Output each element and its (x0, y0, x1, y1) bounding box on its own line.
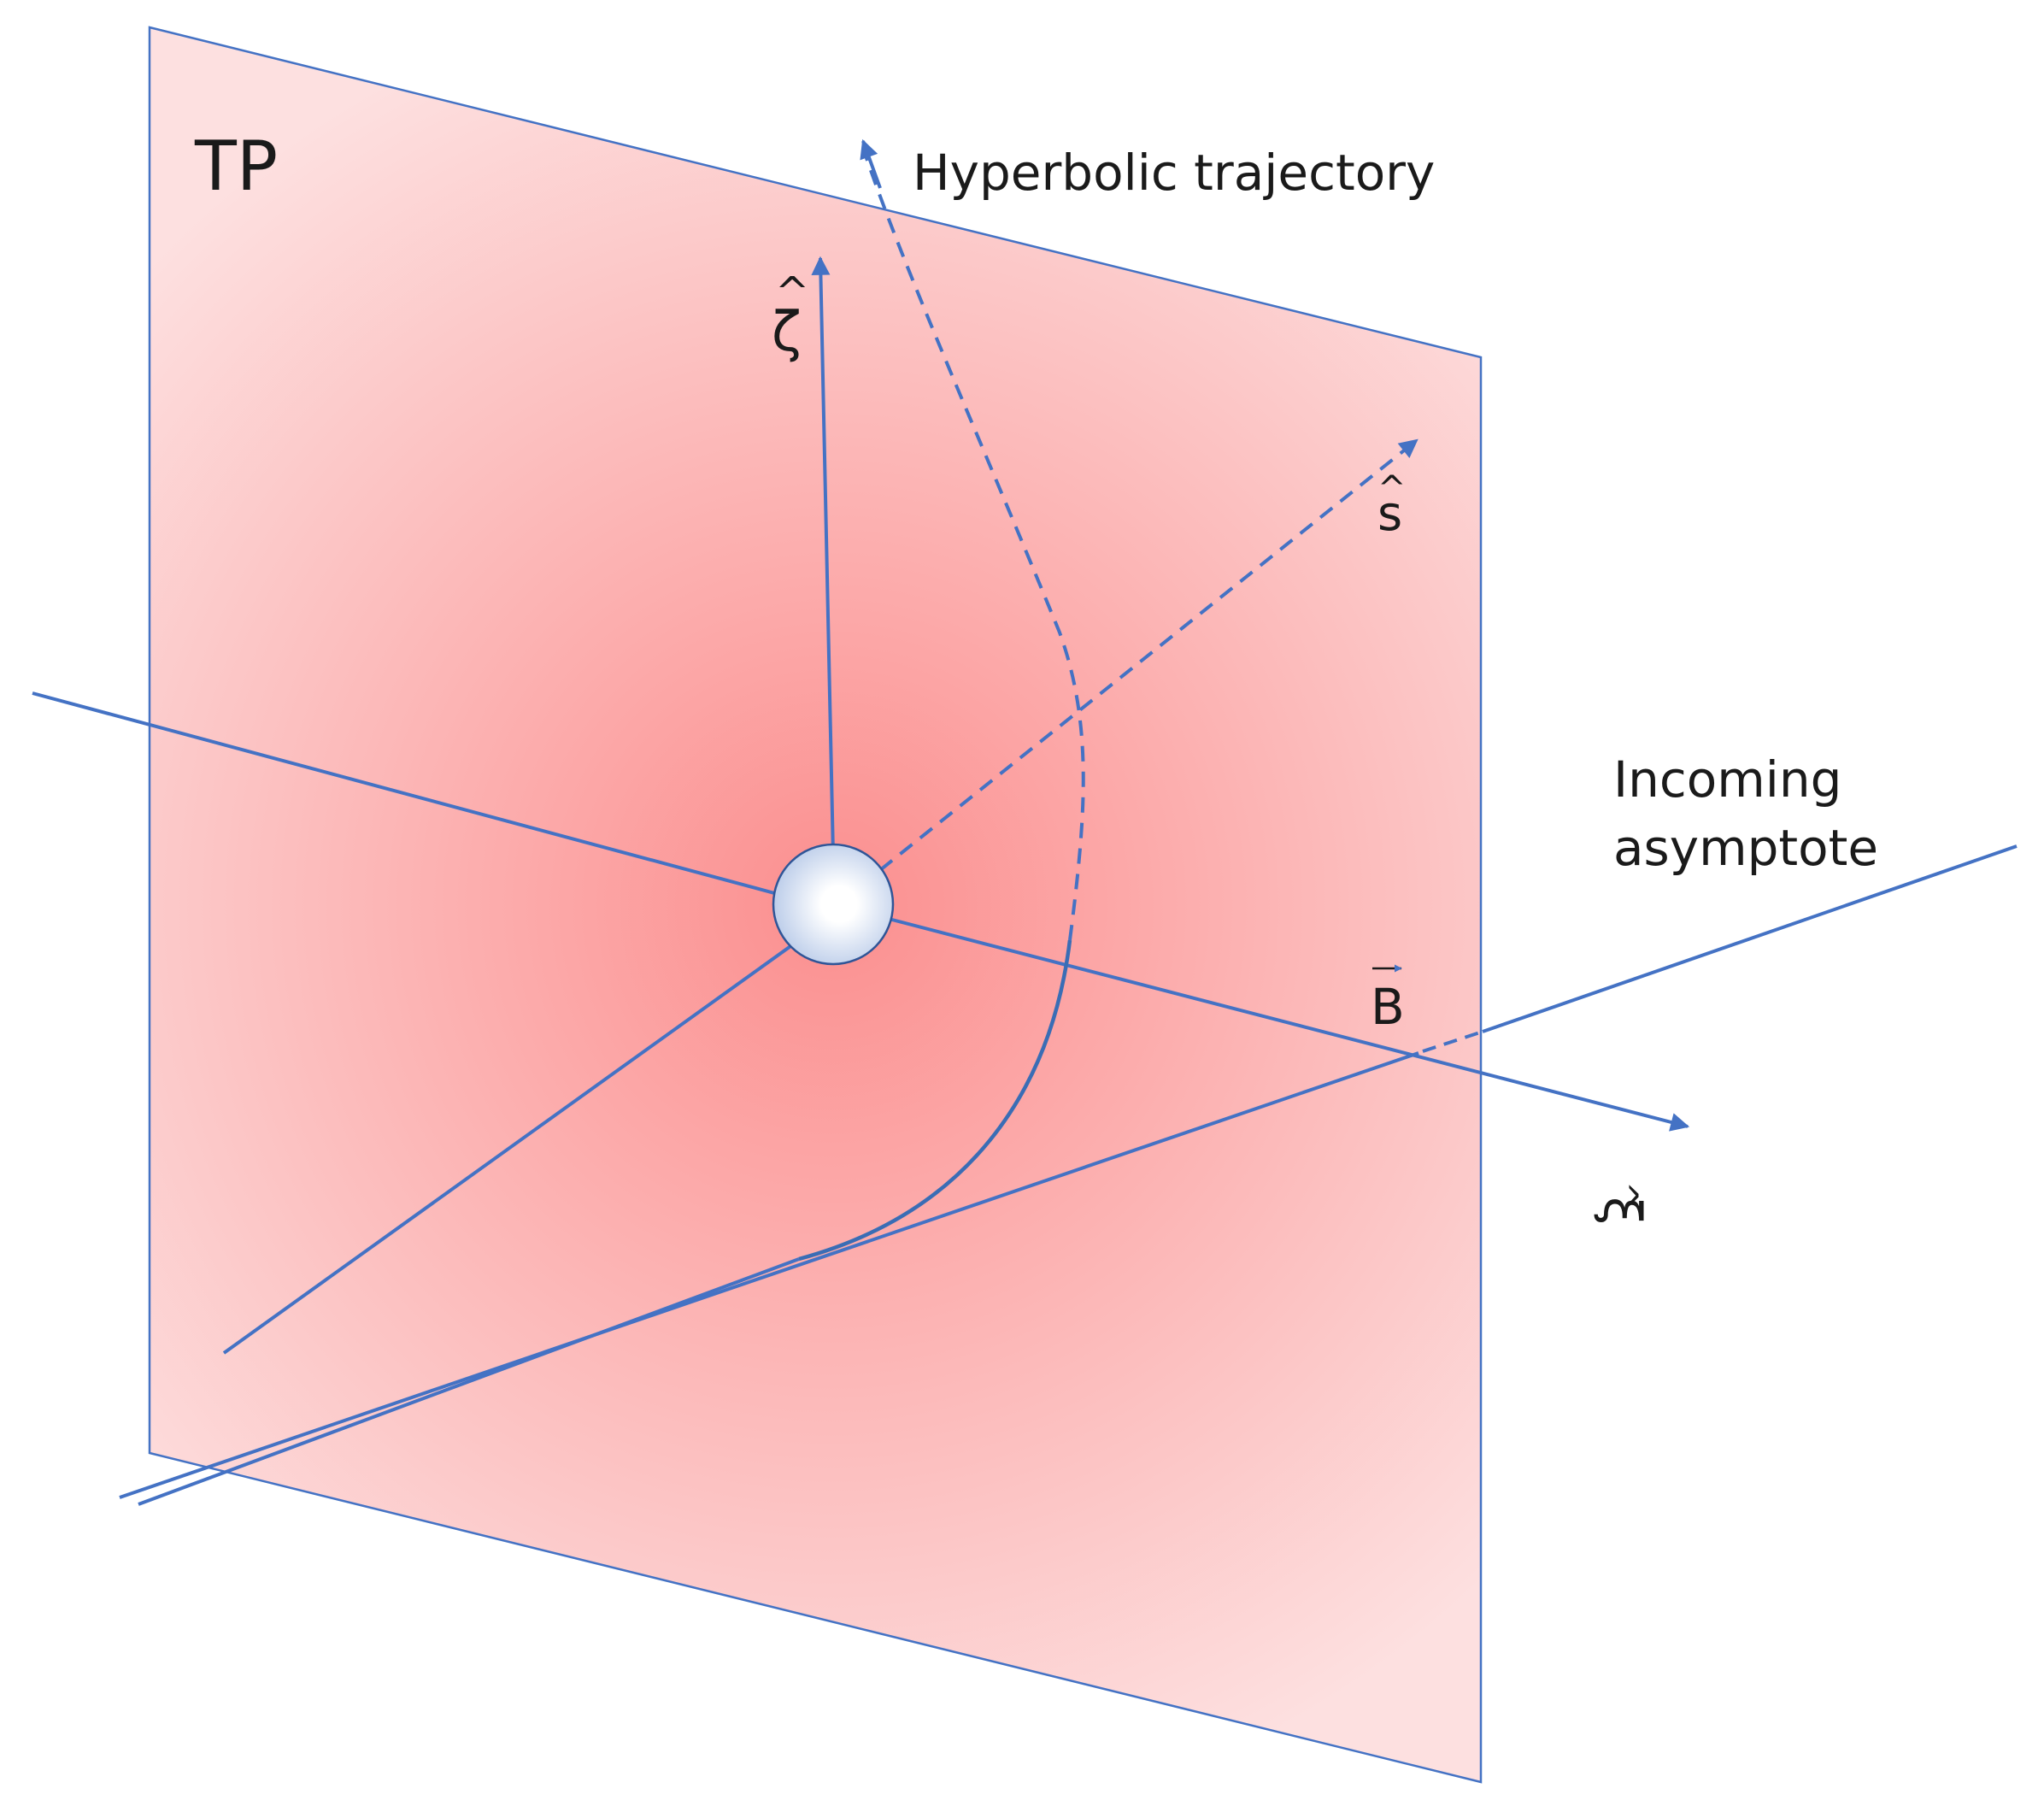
s-axis (878, 438, 1418, 872)
radius-line (222, 938, 801, 1355)
xi-label-group: ^ ξ (1592, 1181, 1652, 1225)
b-label: B (1371, 978, 1405, 1036)
zeta-label: ζ (772, 301, 802, 364)
s-hat-mark: ^ (1377, 469, 1407, 509)
xi-hat-mark: ^ (1605, 1181, 1644, 1210)
trajectory-arrow (860, 138, 882, 189)
asymptote-dashed-segment (1422, 1030, 1483, 1053)
asymptote-label-line2: asymptote (1613, 819, 1878, 877)
trajectory-label: Hyperbolic trajectory (913, 144, 1435, 202)
zeta-hat-mark: ^ (775, 268, 809, 316)
asymptote-line-lower (138, 1257, 800, 1506)
xi-axis (888, 917, 1690, 1132)
asymptote-label-line1: Incoming (1613, 750, 1841, 809)
zeta-axis (811, 256, 835, 856)
central-body-sphere (772, 843, 895, 966)
xi-label: ξ (1592, 1197, 1652, 1225)
asymptote-line-upper (119, 1051, 1419, 1499)
incoming-asymptote-line (1482, 844, 2018, 1033)
trajectory-solid-branch (798, 939, 1072, 1262)
trajectory-dashed-branch (864, 155, 1085, 941)
xi-axis-back (32, 691, 778, 896)
s-label: s (1377, 486, 1402, 542)
plane-label: TP (194, 126, 278, 206)
